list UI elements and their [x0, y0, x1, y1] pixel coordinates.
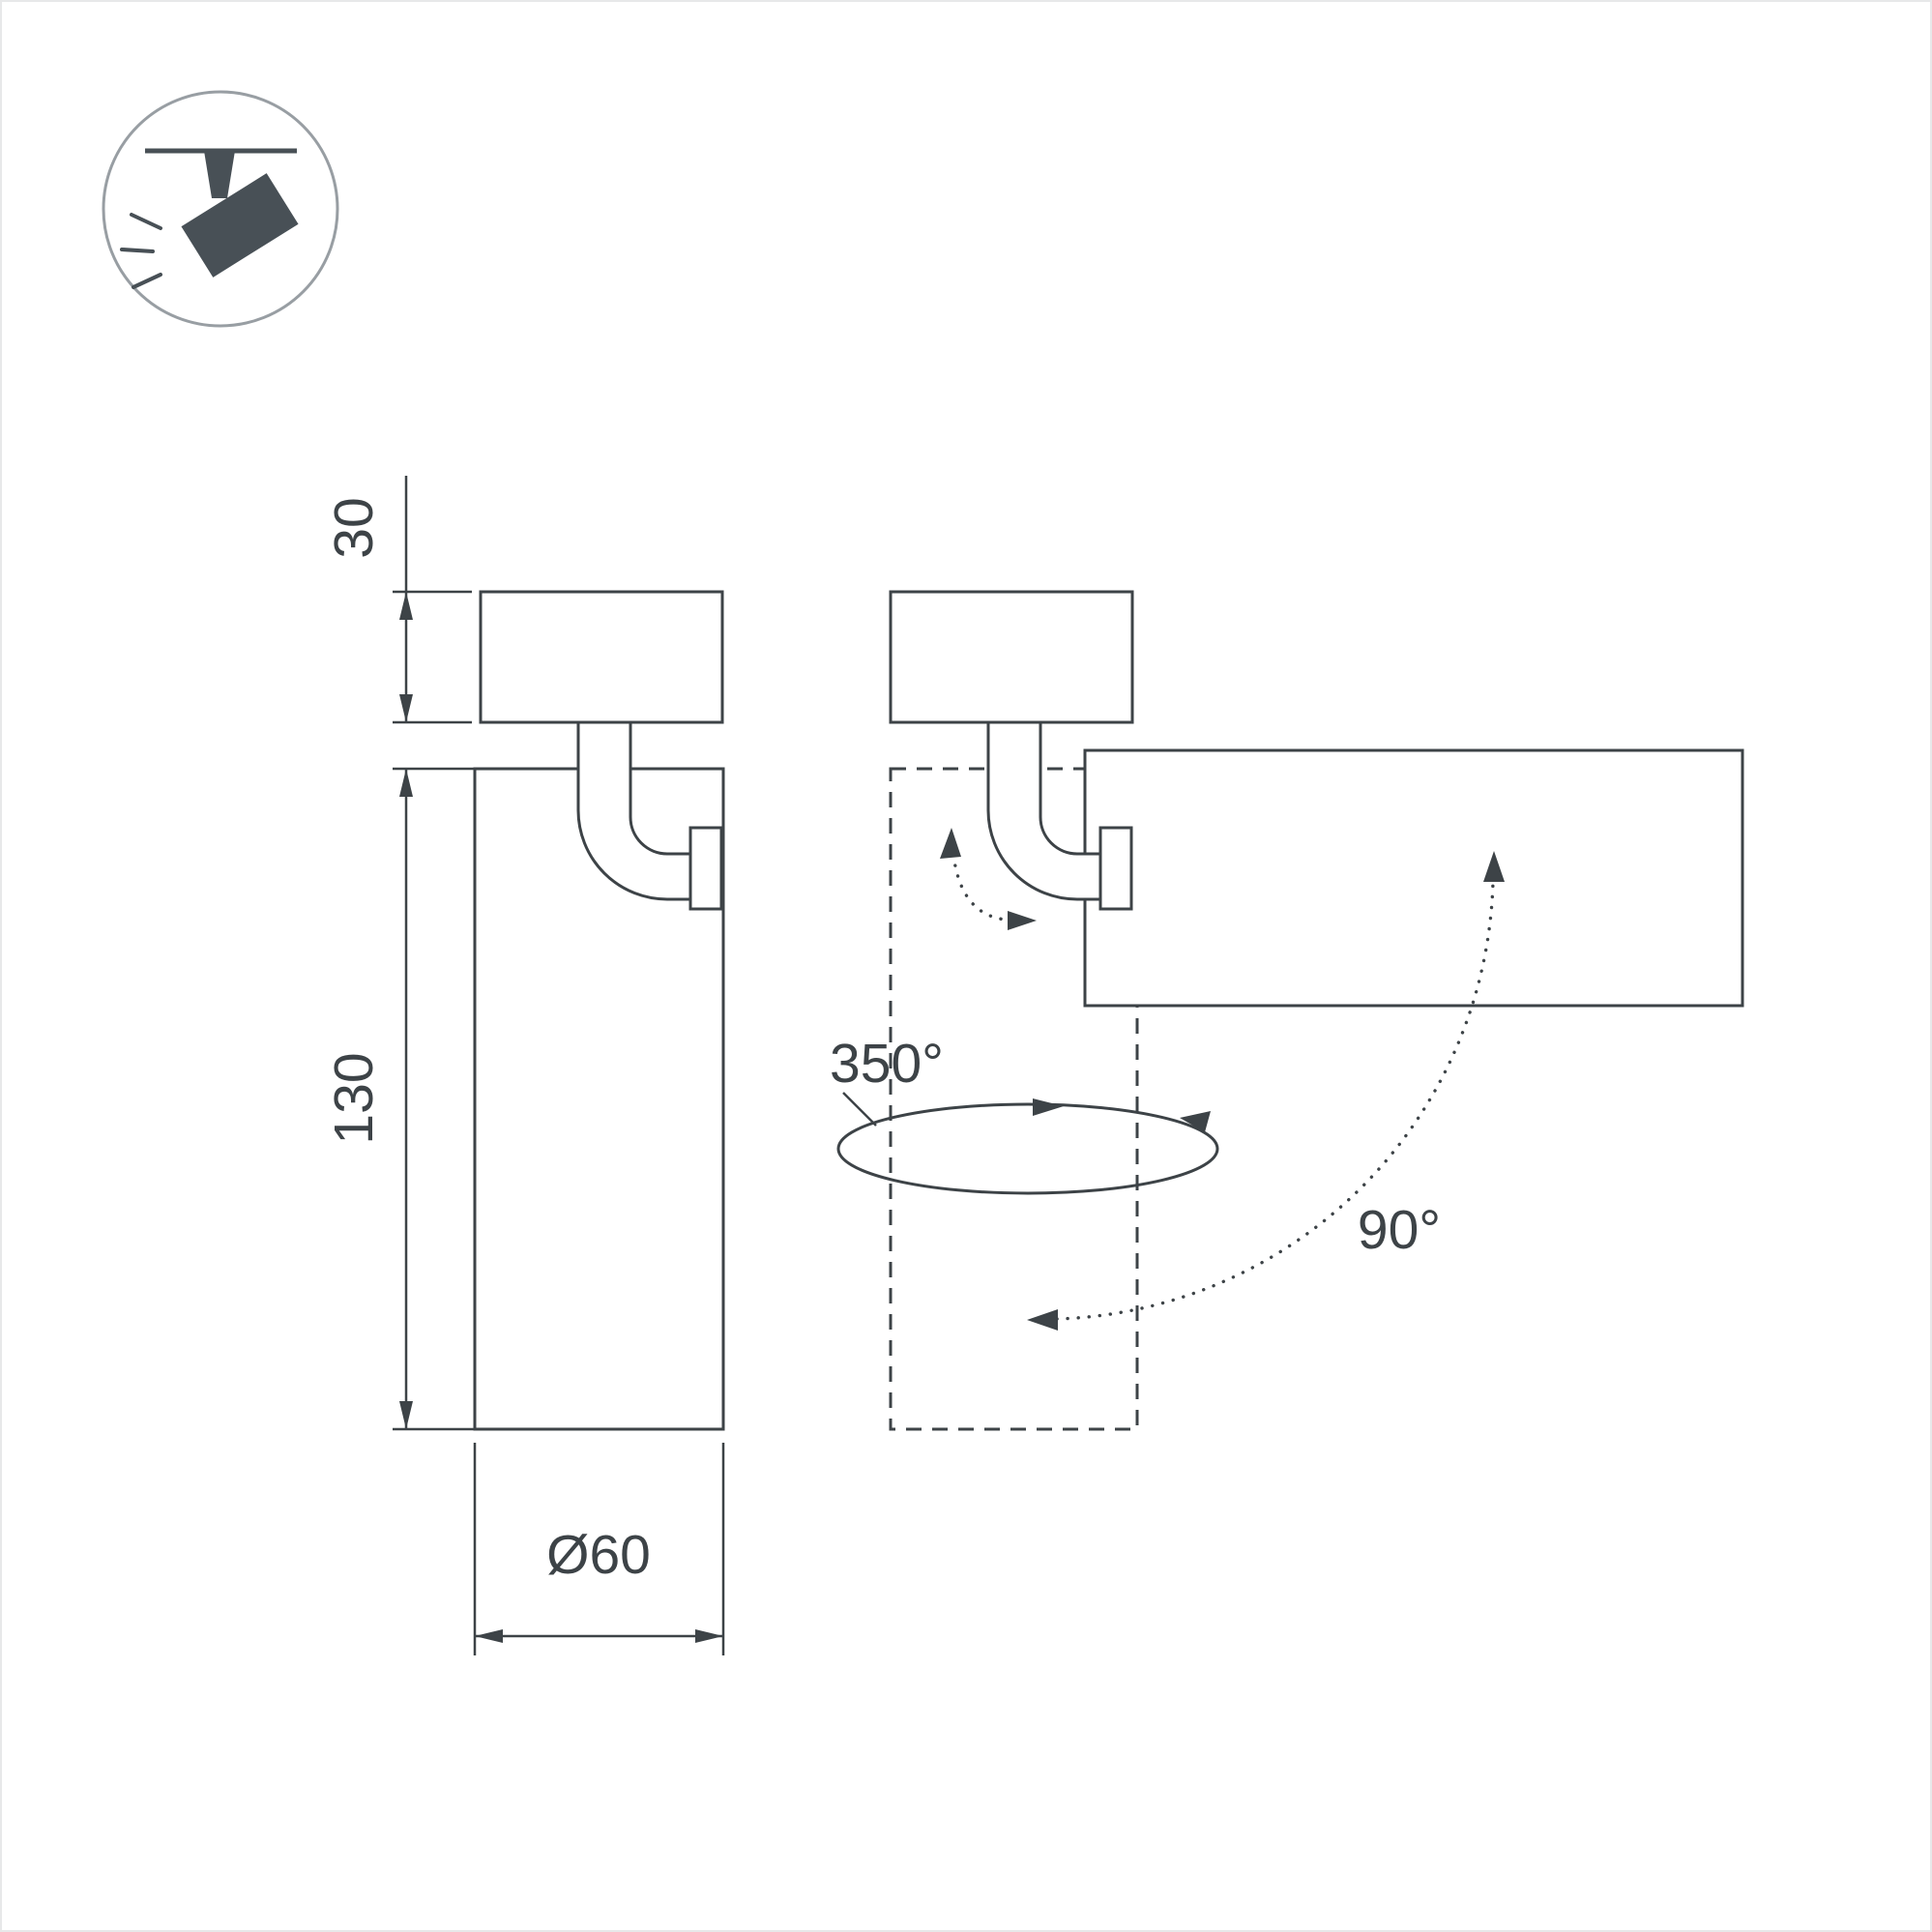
joint-swivel-indicator [940, 828, 1037, 930]
diameter-label: Ø60 [546, 1524, 651, 1586]
tilt-arrow-up [1483, 851, 1505, 882]
dimension-mount-height: 30 [323, 476, 472, 724]
pan-rotation-ellipse [836, 1102, 1219, 1195]
rotation-tilt-indicator: 90° [1027, 851, 1505, 1331]
tilt-angle-label: 90° [1358, 1199, 1441, 1261]
rotation-pan-indicator: 350° [830, 1033, 1219, 1195]
mount-base-front [479, 590, 724, 724]
dimension-arrow-left [475, 1629, 503, 1643]
track-spotlight-icon [120, 148, 299, 289]
light-rays-icon [120, 213, 162, 289]
dimension-arrow-right [695, 1629, 723, 1643]
pan-arrow-cw [1033, 1098, 1064, 1116]
tilt-arc [1055, 880, 1495, 1321]
fixture-type-badge [102, 90, 339, 328]
swivel-arrow-right [1008, 911, 1037, 930]
swivel-arm-rotated [986, 720, 1102, 901]
dimension-body-height: 130 [323, 767, 475, 1431]
pan-arrow-ccw [1180, 1111, 1211, 1132]
tilt-arrow-left [1027, 1309, 1058, 1331]
swivel-arm-front [576, 720, 692, 901]
lamp-body-ghost [889, 767, 1139, 1431]
front-view [473, 590, 725, 1431]
dimension-arrow-up [399, 769, 413, 797]
swivel-arc [951, 853, 1008, 922]
lamp-body-tilted [1083, 748, 1744, 1008]
mount-base-rotated [889, 590, 1134, 724]
mount-stem [204, 151, 235, 198]
rotated-view [889, 590, 1744, 1431]
swivel-arrow-up [940, 828, 961, 859]
dimension-arrow-down [399, 1401, 413, 1429]
pan-label-leader [842, 1092, 877, 1127]
lamp-head [181, 173, 299, 278]
swivel-clamp-rotated [1098, 826, 1133, 911]
dimension-diameter: Ø60 [473, 1443, 725, 1655]
body-height-label: 130 [323, 1052, 385, 1144]
dimension-arrow-down [399, 694, 413, 722]
mount-height-label: 30 [323, 497, 385, 558]
pan-angle-label: 350° [830, 1033, 944, 1095]
swivel-clamp-front [688, 826, 723, 911]
dimension-arrow-up [399, 592, 413, 620]
